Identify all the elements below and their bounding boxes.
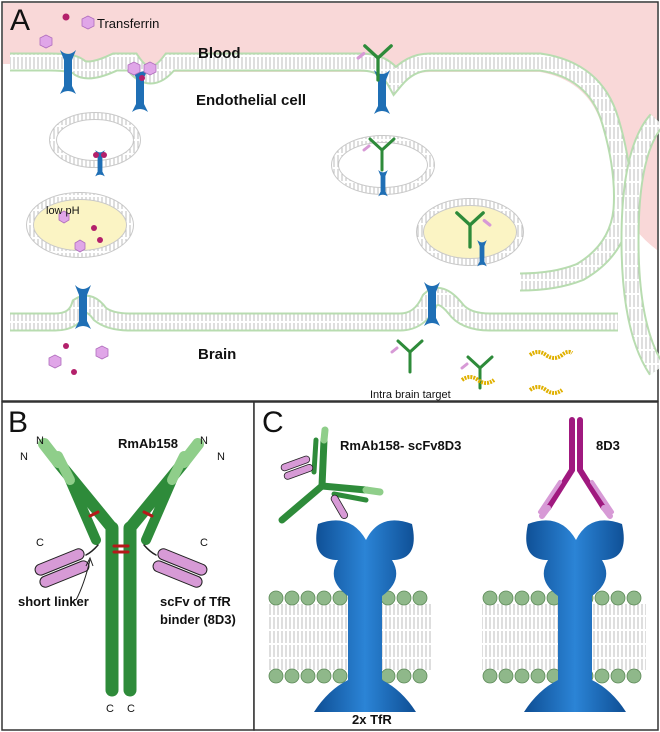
- transferrin-icon: [95, 345, 109, 360]
- iron-icon: [71, 369, 77, 375]
- light-chain-variable-left: [53, 451, 75, 485]
- 8d3-antibody: [538, 417, 614, 519]
- receptor-icon: [75, 285, 91, 329]
- endothelial-cell-label: Endothelial cell: [196, 92, 306, 109]
- n-terminus-label: N: [200, 435, 208, 447]
- rmab158-scfv8d3-antibody: [278, 426, 384, 524]
- receptor-icon: [477, 240, 487, 267]
- receptor-icon: [378, 170, 388, 197]
- light-chain-right: [141, 475, 177, 545]
- linker-left: [85, 544, 99, 556]
- 8d3-label: 8D3: [596, 438, 620, 453]
- light-chain-left: [65, 475, 101, 545]
- low-ph-label: low pH: [46, 205, 80, 217]
- antibody-icon: [362, 137, 396, 172]
- linker-arrow: [75, 559, 91, 601]
- scfv-label-line2: binder (8D3): [160, 612, 236, 627]
- linker-right: [143, 544, 157, 556]
- endosome-low-ph: [26, 192, 134, 258]
- iron-icon: [101, 152, 107, 158]
- antibody-icon: [460, 355, 494, 390]
- iron-icon: [93, 152, 99, 158]
- c-terminus-label: C: [127, 703, 135, 715]
- iron-icon: [91, 225, 97, 231]
- transferrin-icon: [39, 34, 53, 49]
- scfv-icon: [280, 455, 314, 480]
- antibody-icon: [455, 211, 492, 249]
- panel-b: B RmAb158 N N N N C C C C short linker s…: [1, 401, 255, 731]
- target-icon: [528, 349, 574, 360]
- rmab158-label: RmAb158: [118, 436, 178, 451]
- transferrin-icon: [81, 15, 95, 30]
- panel-b-letter: B: [8, 406, 28, 439]
- panel-c: C RmAb158- scFv8D3 8D3 2x TfR: [253, 401, 659, 731]
- scfv-icon: [330, 494, 349, 520]
- receptor-icon: [60, 50, 76, 94]
- transferrin-label: Transferrin: [97, 16, 159, 31]
- c-terminus-label: C: [36, 537, 44, 549]
- n-terminus-label: N: [217, 451, 225, 463]
- light-chain-variable-right: [167, 451, 189, 485]
- transferrin-icon: [58, 210, 70, 224]
- short-linker-label: short linker: [18, 594, 89, 609]
- iron-icon: [139, 75, 145, 81]
- c-terminus-label: C: [106, 703, 114, 715]
- iron-icon: [97, 237, 103, 243]
- transferrin-icon: [127, 61, 141, 76]
- lipid-heads-left: [268, 590, 428, 684]
- antibody-icon: [356, 44, 393, 82]
- brain-label: Brain: [198, 346, 236, 363]
- iron-icon: [63, 343, 69, 349]
- arrow-head-icon: [85, 556, 94, 567]
- receptor-icon: [95, 150, 105, 177]
- scfv-label-line1: scFv of TfR: [160, 594, 231, 609]
- panel-a-letter: A: [10, 4, 30, 37]
- panel-c-letter: C: [262, 406, 284, 439]
- tfr-receptor-right: [524, 520, 626, 712]
- endosome-1: [49, 112, 141, 168]
- antibody-icon: [390, 339, 424, 374]
- blood-label: Blood: [198, 45, 241, 62]
- transferrin-icon: [74, 239, 86, 253]
- receptor-icon: [424, 282, 440, 326]
- n-terminus-label: N: [36, 435, 44, 447]
- iron-icon: [62, 13, 70, 21]
- intra-brain-target-label: Intra brain target: [370, 389, 451, 401]
- c-terminus-label: C: [200, 537, 208, 549]
- transferrin-molecules: [39, 13, 157, 375]
- apical-membrane: [10, 54, 630, 290]
- transferrin-icon: [143, 61, 157, 76]
- transferrin-icon: [48, 354, 62, 369]
- adjacent-cell-membrane: [622, 114, 660, 375]
- tfr-receptor-left: [314, 520, 416, 712]
- disulfide-bonds: [88, 510, 154, 554]
- scfv-right: [152, 548, 208, 588]
- rmab158-antibody: [38, 438, 204, 697]
- fusion-antibody-label: RmAb158- scFv8D3: [340, 438, 461, 453]
- brain-targets: [460, 349, 574, 395]
- panel-a: A Transferrin Blood Endothelial cell low…: [1, 1, 660, 402]
- antibodies-panel-a: [356, 44, 494, 390]
- n-terminus-label: N: [20, 451, 28, 463]
- tfr-label: 2x TfR: [352, 712, 392, 727]
